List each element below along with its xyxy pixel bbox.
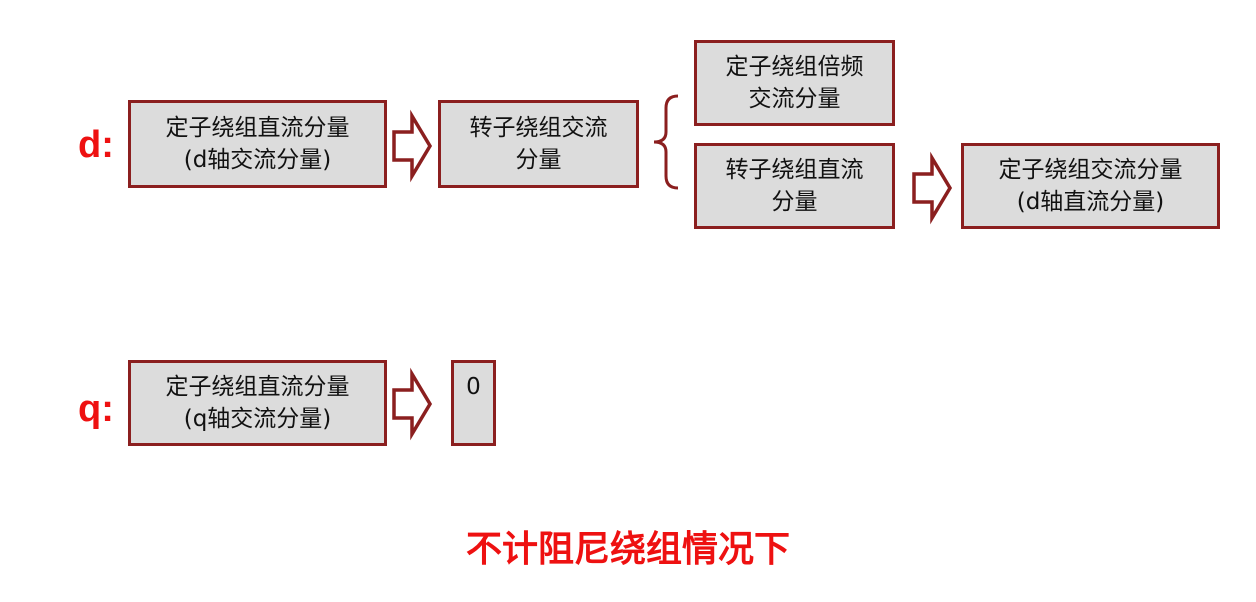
- q-stator-dc-box: 定子绕组直流分量 (q轴交流分量): [128, 360, 387, 446]
- d-stator-dc-box: 定子绕组直流分量 (d轴交流分量): [128, 100, 387, 188]
- d-arrow-1-icon: [392, 109, 433, 183]
- d-stator-double-freq-box: 定子绕组倍频 交流分量: [694, 40, 895, 126]
- q-stator-dc-text: 定子绕组直流分量 (q轴交流分量): [165, 374, 350, 432]
- q-axis-label: q:: [78, 388, 114, 430]
- q-zero-box: 0: [451, 360, 496, 446]
- d-rotor-dc-box: 转子绕组直流 分量: [694, 143, 895, 229]
- q-arrow-icon: [392, 367, 433, 441]
- d-rotor-dc-text: 转子绕组直流 分量: [725, 157, 864, 215]
- footer-caption: 不计阻尼绕组情况下: [465, 529, 790, 570]
- split-brace-icon: [653, 94, 679, 190]
- d-stator-ac-text: 定子绕组交流分量 (d轴直流分量): [998, 157, 1183, 215]
- d-axis-label: d:: [78, 124, 114, 166]
- d-stator-dc-text: 定子绕组直流分量 (d轴交流分量): [165, 115, 350, 173]
- d-arrow-2-icon: [912, 151, 953, 225]
- d-rotor-ac-box: 转子绕组交流 分量: [438, 100, 639, 188]
- d-rotor-ac-text: 转子绕组交流 分量: [469, 115, 608, 173]
- d-stator-double-freq-text: 定子绕组倍频 交流分量: [725, 54, 864, 112]
- d-stator-ac-box: 定子绕组交流分量 (d轴直流分量): [961, 143, 1220, 229]
- q-zero-text: 0: [466, 374, 481, 400]
